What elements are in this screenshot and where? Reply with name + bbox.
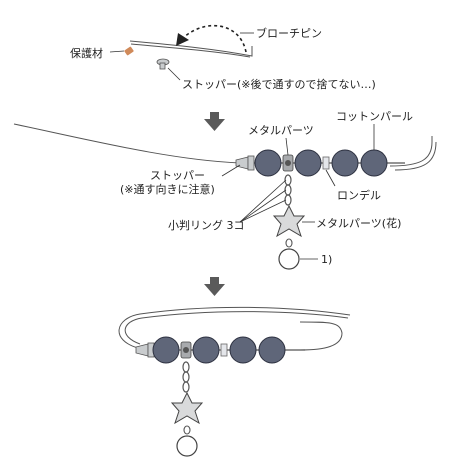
final-pearl-2 [192,336,220,364]
final-flower-charm-icon [170,391,204,425]
jump-ring-leader-b [239,189,287,223]
final-pearl-4 [258,336,286,364]
stopper-mid-label: ストッパー [150,169,205,182]
step-1-parts: ブローチピン 保護材 ストッパー(※後で通すので捨てない…) [70,24,376,91]
rondelle-leader [325,169,336,187]
jump-rings-label: 小判リング 3コ [168,218,245,232]
step-arrow-1 [204,112,225,131]
rondelle [322,156,330,170]
step-3-finished [118,306,351,457]
open-direction-arrowhead [176,33,189,46]
rondelle-label: ロンデル [337,188,381,202]
jump-ring-leader-c [239,199,287,223]
stopper-note-label: (※通す向きに注意) [120,182,215,196]
stopper-leader [167,67,181,81]
stopper-icon [156,58,170,70]
metal-parts-leader [285,137,289,156]
ref-one-label: 1) [321,253,332,266]
protective-cap-icon [124,46,134,56]
closed-pin-clasp [299,321,343,351]
stopper-on-wire [235,155,255,171]
metal-parts-label: メタルパーツ [248,124,314,137]
cotton-pearl-3 [331,149,359,177]
pin-wire [13,123,241,164]
final-pearl-drop [176,435,198,457]
closed-stopper [135,342,155,358]
jump-ring-leader-a [239,179,287,223]
cap-leader [109,50,125,53]
step-arrow-2 [204,277,225,296]
stopper-label: ストッパー(※後で通すので捨てない…) [182,77,376,91]
cotton-pearl-1 [254,149,282,177]
final-jump-ring-chain [182,361,190,393]
final-rondelle [220,343,228,357]
final-metal-connector [180,341,192,359]
cotton-pearl-2 [294,149,322,177]
protective-cap-label: 保護材 [70,46,103,60]
final-drop-ring [183,425,191,435]
brooch-pin-label: ブローチピン [256,26,322,40]
closed-pin-inner [124,311,349,345]
metal-part-connector [282,154,294,172]
brooch-pin-open [129,40,253,57]
final-pearl-1 [152,336,180,364]
cotton-pearl-4 [360,149,388,177]
clasp-hook [389,136,437,171]
open-direction-arrow [182,24,247,53]
flower-charm-icon [272,204,306,238]
closed-pin-outline [118,306,351,349]
drop-ring [285,238,293,248]
pearl-drop [278,248,300,270]
final-pearl-3 [229,336,257,364]
jump-ring-chain [284,174,292,206]
brooch-pin-open-inner [130,43,251,58]
metal-parts-flower-label: メタルパーツ(花) [316,217,401,230]
step-2-assembly: コットンパール メタルパーツ ストッパー (※通す向きに注意) ロンデル 小判リ… [13,110,437,270]
cotton-pearl-label: コットンパール [336,110,413,123]
stopper-mid-leader [221,164,241,177]
